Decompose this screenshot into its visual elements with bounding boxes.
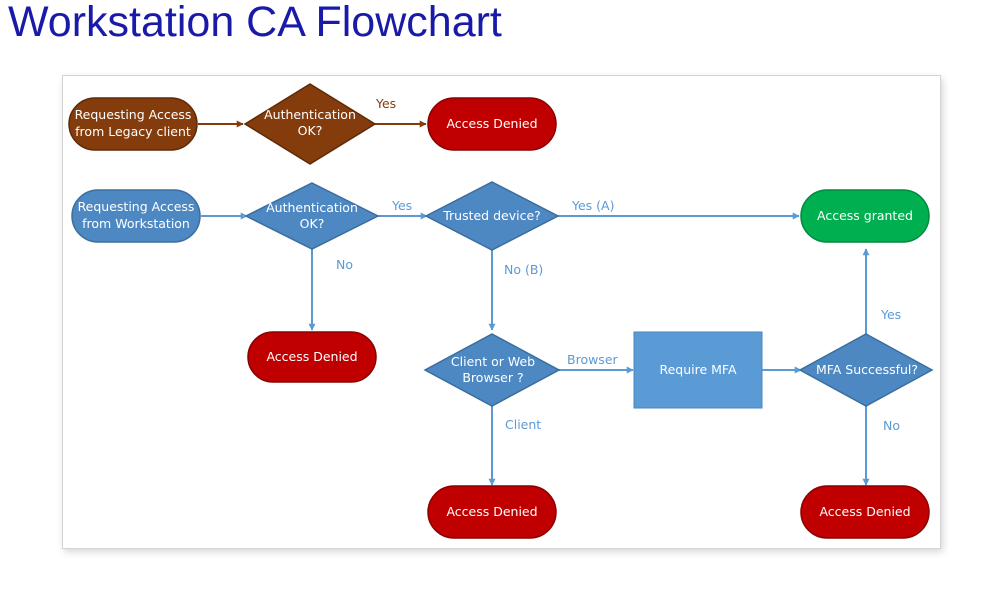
node-ws-start: Requesting Access from Workstation: [71, 189, 201, 243]
page-title: Workstation CA Flowchart: [8, 0, 502, 46]
node-auth-denied-label: Access Denied: [266, 349, 357, 364]
edge-label-layer: Yes Yes Yes (A) No No (B) Browser Client…: [336, 96, 901, 433]
node-ws-start-line-2: from Workstation: [82, 216, 190, 231]
edge-label-trusted-no: No (B): [504, 262, 543, 277]
node-legacy-start-line-2: from Legacy client: [75, 124, 191, 139]
node-mfa-denied-label: Access Denied: [819, 504, 910, 519]
node-access-granted: Access granted: [800, 189, 930, 243]
node-client-denied: Access Denied: [427, 485, 557, 539]
node-require-mfa: Require MFA: [633, 331, 763, 409]
flowchart-svg: Yes Yes Yes (A) No No (B) Browser Client…: [68, 83, 934, 539]
edge-label-ws-auth-yes: Yes: [391, 198, 412, 213]
edge-label-client: Client: [505, 417, 541, 432]
node-ws-start-line-1: Requesting Access: [78, 199, 195, 214]
node-client-browser-line-2: Browser ?: [462, 370, 523, 385]
node-mfa-denied: Access Denied: [800, 485, 930, 539]
node-legacy-start-line-1: Requesting Access: [75, 107, 192, 122]
node-ws-auth-line-2: OK?: [300, 216, 325, 231]
node-client-browser-decision: Client or Web Browser ?: [423, 333, 561, 407]
node-legacy-auth-line-2: OK?: [298, 123, 323, 138]
node-client-browser-line-1: Client or Web: [451, 354, 535, 369]
node-mfa-decision: MFA Successful?: [798, 333, 934, 407]
node-auth-denied: Access Denied: [247, 331, 377, 383]
edge-label-mfa-no: No: [883, 418, 900, 433]
edge-label-ws-auth-no: No: [336, 257, 353, 272]
node-legacy-start: Requesting Access from Legacy client: [68, 97, 198, 151]
edge-label-trusted-yes: Yes (A): [571, 198, 614, 213]
edge-label-mfa-yes: Yes: [880, 307, 901, 322]
node-mfa-decision-label: MFA Successful?: [816, 362, 918, 377]
node-legacy-auth-decision: Authentication OK?: [243, 83, 377, 165]
node-legacy-denied-label: Access Denied: [446, 116, 537, 131]
flowchart-canvas: Yes Yes Yes (A) No No (B) Browser Client…: [62, 75, 941, 549]
node-ws-auth-decision: Authentication OK?: [244, 182, 380, 250]
node-ws-auth-line-1: Authentication: [266, 200, 358, 215]
node-legacy-auth-line-1: Authentication: [264, 107, 356, 122]
edge-label-browser: Browser: [567, 352, 619, 367]
node-trusted-decision: Trusted device?: [424, 181, 560, 251]
node-legacy-denied: Access Denied: [427, 97, 557, 151]
node-trusted-label: Trusted device?: [442, 208, 541, 223]
node-client-denied-label: Access Denied: [446, 504, 537, 519]
node-access-granted-label: Access granted: [817, 208, 913, 223]
edge-label-legacy-yes: Yes: [375, 96, 396, 111]
edge-layer: [198, 120, 870, 486]
node-require-mfa-label: Require MFA: [659, 362, 736, 377]
